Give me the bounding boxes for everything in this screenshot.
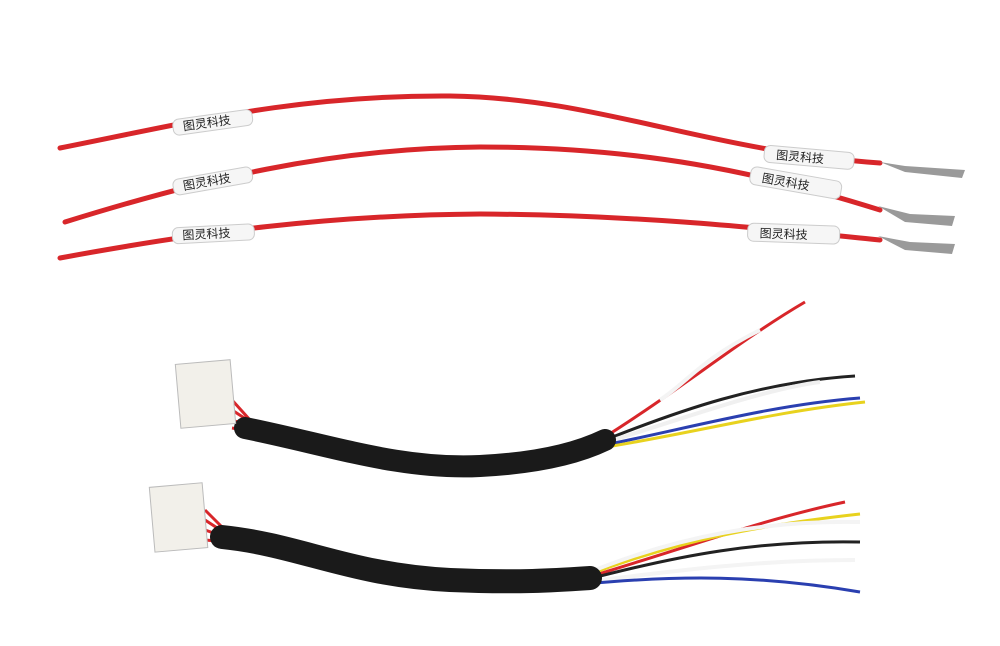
- sleeve-label: 图灵科技: [182, 113, 231, 134]
- sleeve-label: 图灵科技: [759, 226, 807, 242]
- connector-housing: [174, 359, 237, 429]
- crimp-terminal-icon: [878, 236, 955, 254]
- cable-harness-2: [148, 482, 861, 594]
- crimp-terminal-icon: [880, 162, 965, 178]
- red-wire-3: 图灵科技 图灵科技: [57, 211, 955, 261]
- red-wire-2: 图灵科技 图灵科技: [62, 144, 955, 226]
- crimp-terminal-icon: [878, 206, 955, 226]
- sleeve-label: 图灵科技: [776, 148, 825, 166]
- red-wire-1: 图灵科技 图灵科技: [57, 93, 965, 178]
- connector-housing: [148, 482, 209, 553]
- cable-harness-1: [174, 300, 866, 478]
- sleeve-label: 图灵科技: [182, 226, 231, 242]
